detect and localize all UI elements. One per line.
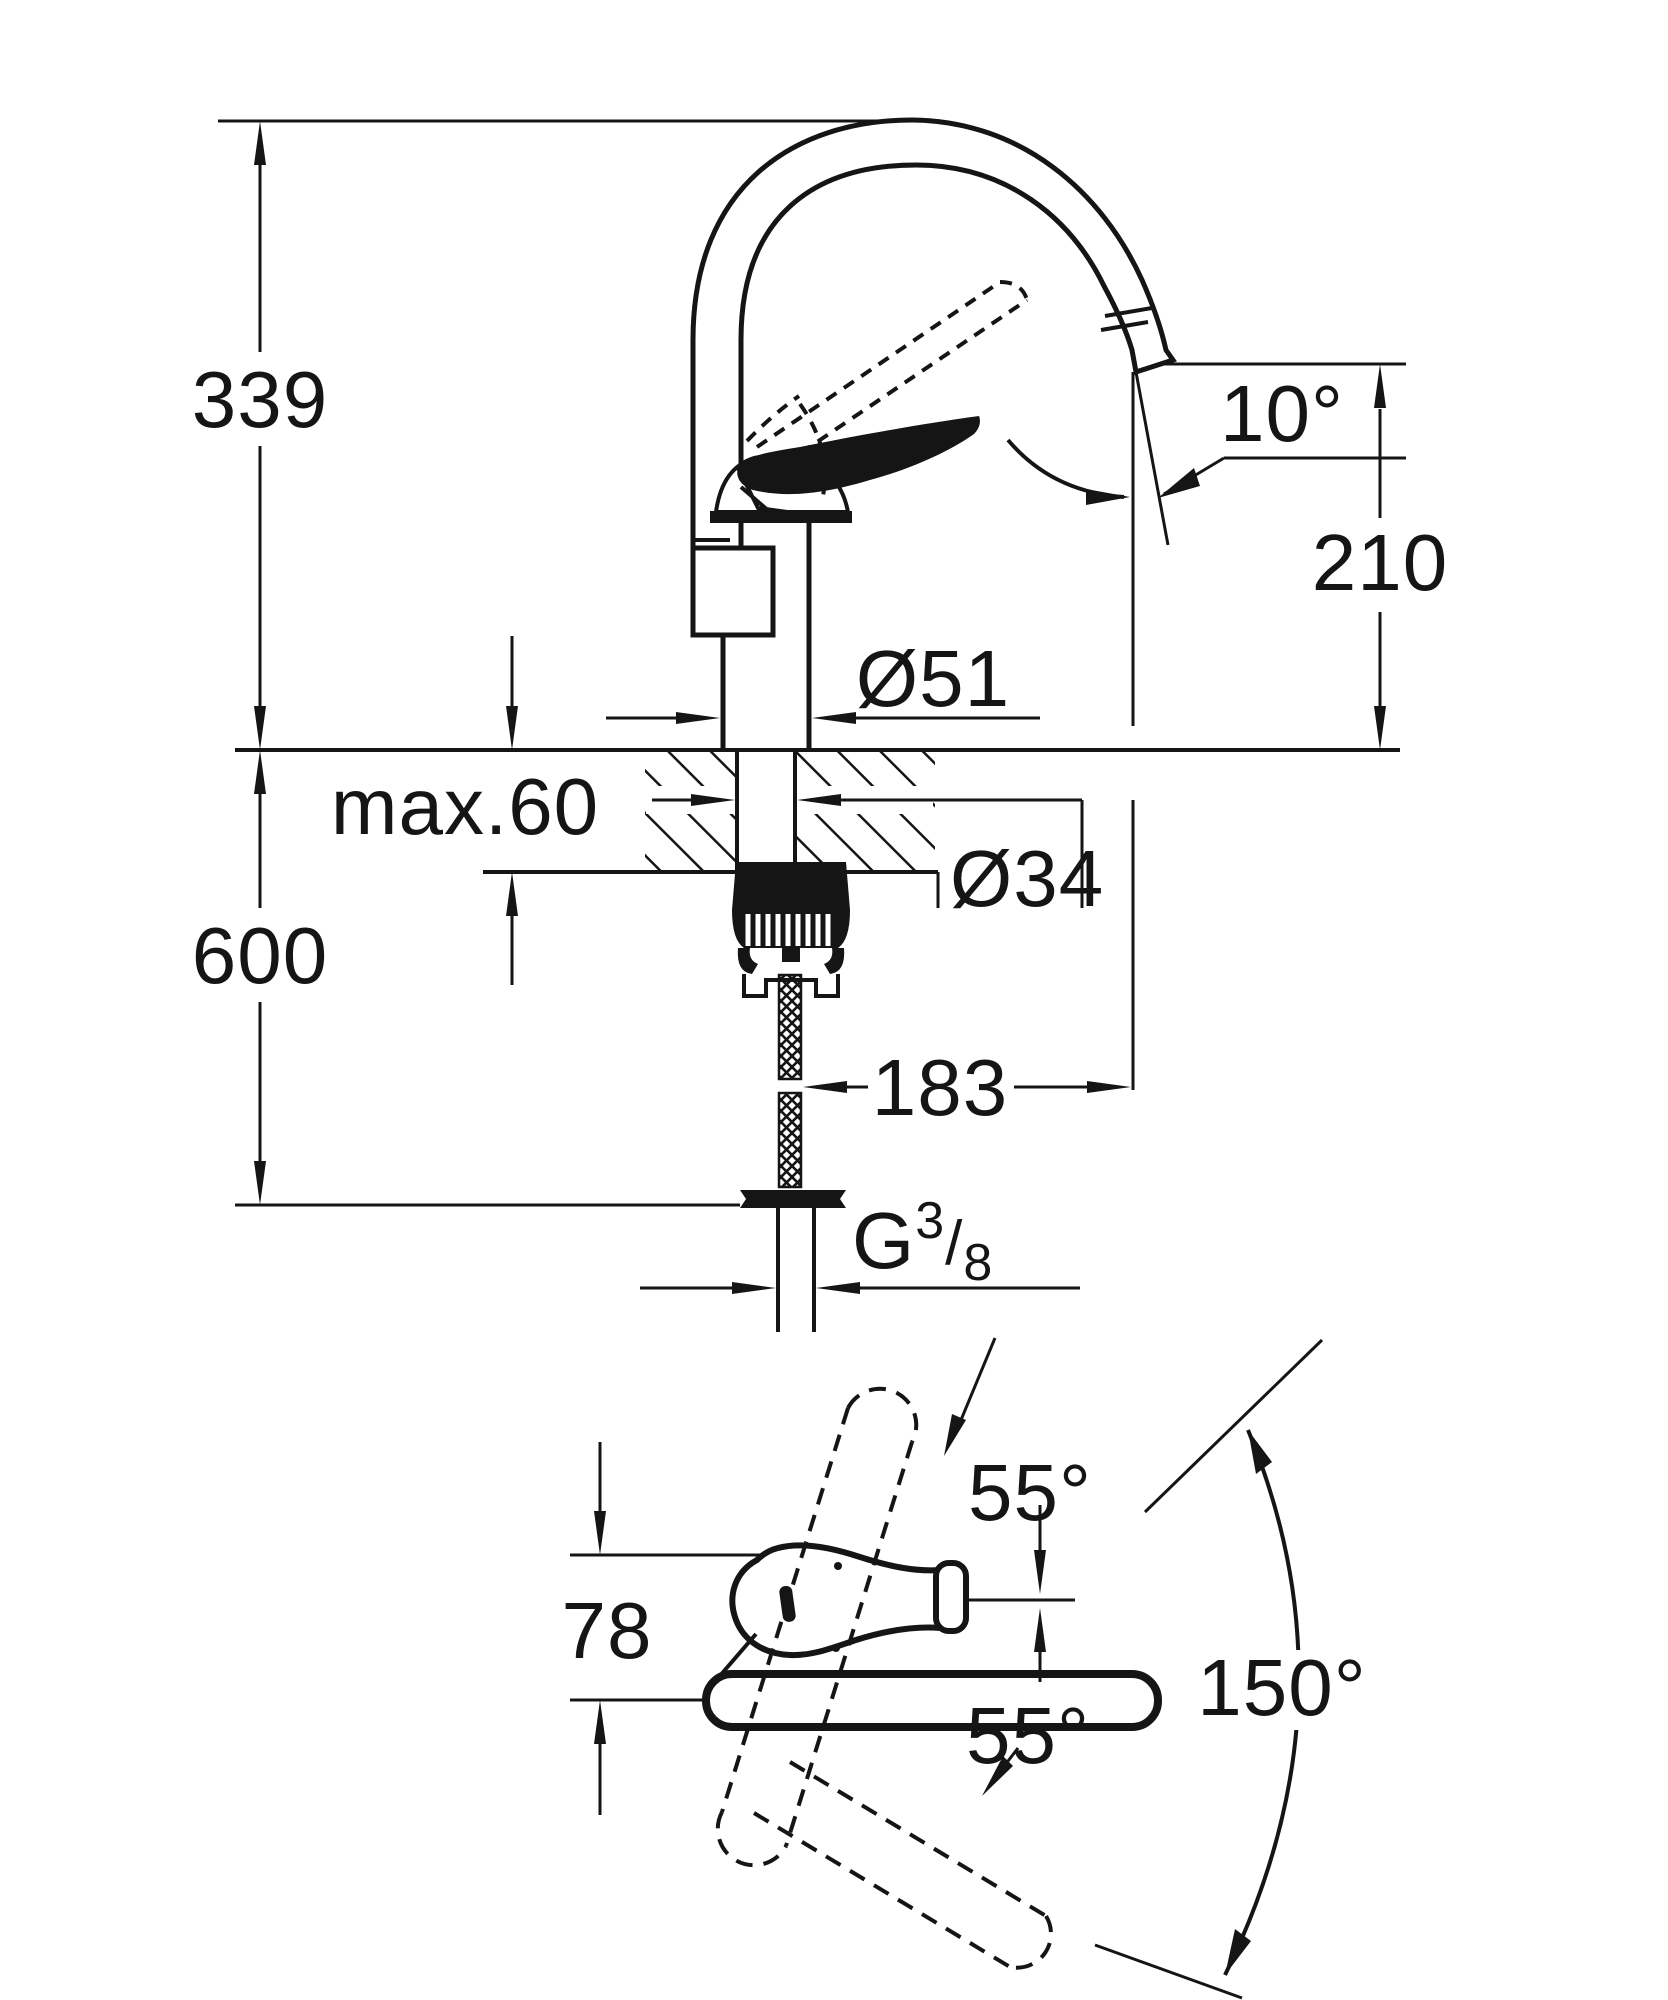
mounting-hardware xyxy=(732,862,850,1332)
ghost-up-edge-1 xyxy=(720,1407,850,1813)
dim-34-label: Ø34 xyxy=(950,834,1104,923)
flex-hose-upper xyxy=(777,973,803,1081)
dim-34-arrow-right xyxy=(797,794,841,806)
dim-thread: G3/8 xyxy=(640,1192,1080,1294)
dim-210-arrow-up xyxy=(1374,364,1386,408)
dim-10deg-label: 10° xyxy=(1220,369,1344,458)
dim-51-arrow-right xyxy=(812,712,856,724)
lever-raised-ghost xyxy=(745,280,1029,501)
ghost-down-edge-2 xyxy=(752,1811,1012,1969)
dim-g38-label: G3/8 xyxy=(852,1192,993,1292)
dim-51-arrow-left xyxy=(676,712,720,724)
ghost-down-edge-1 xyxy=(788,1760,1048,1918)
spout-bar-top-view xyxy=(702,1670,1162,1731)
dim-spout-reach: 183 xyxy=(803,1043,1131,1132)
dim-339-label: 339 xyxy=(192,355,328,444)
ghost-up-edge-2 xyxy=(784,1441,914,1847)
handle-grip-outline xyxy=(729,1542,944,1659)
dim-150-ext-lower xyxy=(1094,1943,1243,2000)
dim-55u-arrowhead xyxy=(944,1414,966,1456)
dim-150-arrow-bottom xyxy=(1225,1929,1251,1975)
dim-spout-height: 210 xyxy=(1312,364,1448,750)
handle-grip-dot-bottom xyxy=(832,1644,840,1652)
dim-210-arrow-down xyxy=(1374,706,1386,750)
handle-grip-endcap xyxy=(933,1560,969,1634)
ghost-up-cap-bottom xyxy=(715,1811,788,1868)
ghost-lever-cap xyxy=(999,280,1029,301)
ghost-down-cap xyxy=(1009,1914,1053,1970)
dim-total-height: 339 xyxy=(192,121,328,750)
dim-max60-arrow-down xyxy=(506,706,518,750)
hose-connector-nut xyxy=(740,1190,846,1208)
dim-handle-swing-lower: 55° xyxy=(966,1608,1090,1796)
handle-grip-dot-top xyxy=(834,1562,842,1570)
dim-spout-angle: 10° xyxy=(1158,369,1406,498)
mounting-stub xyxy=(782,948,800,962)
dim-150-label: 150° xyxy=(1197,1643,1366,1732)
handle-neck-line xyxy=(716,1632,758,1680)
dim-150-ext-upper xyxy=(1143,1338,1324,1514)
dim-g38-arrow-right xyxy=(816,1282,860,1294)
dim-183-label: 183 xyxy=(872,1043,1008,1132)
spout-swivel-arrowhead xyxy=(1086,489,1130,505)
dim-max60-label: max.60 xyxy=(331,762,599,851)
dim-150-label-knockout xyxy=(1192,1650,1372,1730)
dim-55l-arrow-up xyxy=(1034,1608,1046,1652)
handle-top-view xyxy=(716,1542,1075,1680)
dim-34-arrow-left xyxy=(691,794,735,806)
handle-swing-ghosts xyxy=(715,1386,1053,1970)
dim-150-arrow-top xyxy=(1248,1430,1272,1474)
ghost-lever-edge-2 xyxy=(781,298,1029,467)
dim-339-arrow-down xyxy=(254,706,266,750)
spout-swivel-arrow-arc xyxy=(1006,438,1125,499)
dim-hole-diameter: Ø34 xyxy=(646,786,1104,923)
dim-339-arrow-up xyxy=(254,121,266,165)
lever-pivot-facets xyxy=(735,465,803,516)
dim-55u-leader xyxy=(954,1337,997,1433)
dim-10deg-arrowhead xyxy=(1158,468,1200,498)
rear-connector-box xyxy=(690,545,776,638)
dim-spout-swivel: 150° xyxy=(1094,1338,1372,2000)
spout-joint-ring-2 xyxy=(1100,320,1149,332)
side-view: 339 600 210 10° xyxy=(192,117,1448,1332)
ghost-lever-edge-1 xyxy=(755,280,1002,449)
dim-hose-clearance: 600 xyxy=(192,750,328,1205)
lever-motion-arc xyxy=(798,402,828,501)
flex-hose-lower xyxy=(777,1091,803,1189)
dim-handle-depth: 78 xyxy=(562,1442,948,1815)
dim-55u-arrow-down xyxy=(1034,1550,1046,1594)
dim-51-label: Ø51 xyxy=(856,634,1010,723)
dim-55l-arrowhead xyxy=(982,1756,1013,1796)
dim-183-arrow-right xyxy=(1087,1081,1131,1093)
top-view: 78 55° xyxy=(562,1337,1372,2000)
dim-max60-arrow-up xyxy=(506,872,518,916)
dim-55u-label: 55° xyxy=(968,1448,1092,1537)
dim-78-arrow-up xyxy=(594,1700,606,1744)
mounting-ribs xyxy=(745,914,831,946)
lever-motion-arc-2 xyxy=(745,394,801,443)
dim-78-label: 78 xyxy=(562,1586,653,1675)
dim-g38-arrow-left xyxy=(732,1282,776,1294)
dim-counter-thickness: max.60 xyxy=(331,636,599,985)
mounting-claw-left xyxy=(737,948,758,974)
dim-183-arrow-left xyxy=(803,1081,847,1093)
dim-78-arrow-down xyxy=(594,1511,606,1555)
dim-600-arrow-down xyxy=(254,1161,266,1205)
outlet-tilt-line xyxy=(1134,371,1170,546)
dim-55l-label: 55° xyxy=(966,1691,1090,1780)
dim-handle-swing-upper: 55° xyxy=(944,1337,1092,1594)
dim-base-diameter: Ø51 xyxy=(606,634,1040,724)
spout-joint-ring-1 xyxy=(1104,306,1153,318)
dim-600-arrow-up xyxy=(254,750,266,794)
ghost-up-cap-top xyxy=(846,1386,919,1443)
dome-base-bar xyxy=(710,511,852,523)
dim-210-label: 210 xyxy=(1312,518,1448,607)
mounting-claw-right xyxy=(824,948,845,974)
dim-600-label: 600 xyxy=(192,911,328,1000)
lever-handle-side xyxy=(737,416,980,495)
